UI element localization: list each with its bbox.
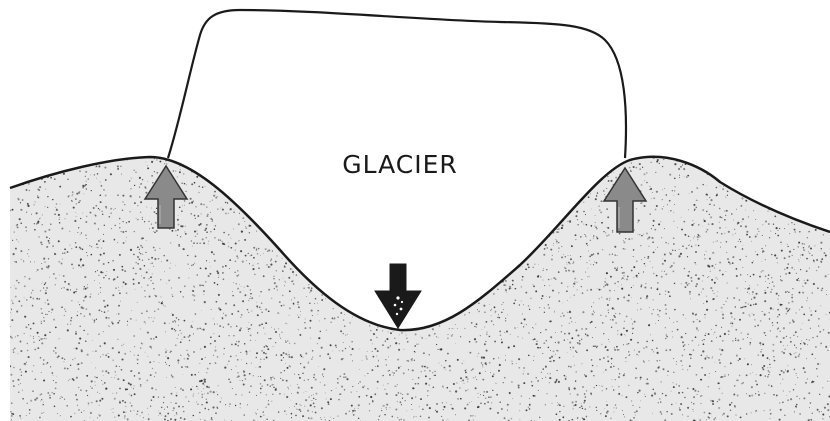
glacier-outline [168, 10, 626, 158]
center-subsidence-arrow [375, 264, 421, 328]
glacier-label: GLACIER [342, 150, 458, 179]
bedrock-ground [10, 157, 830, 421]
